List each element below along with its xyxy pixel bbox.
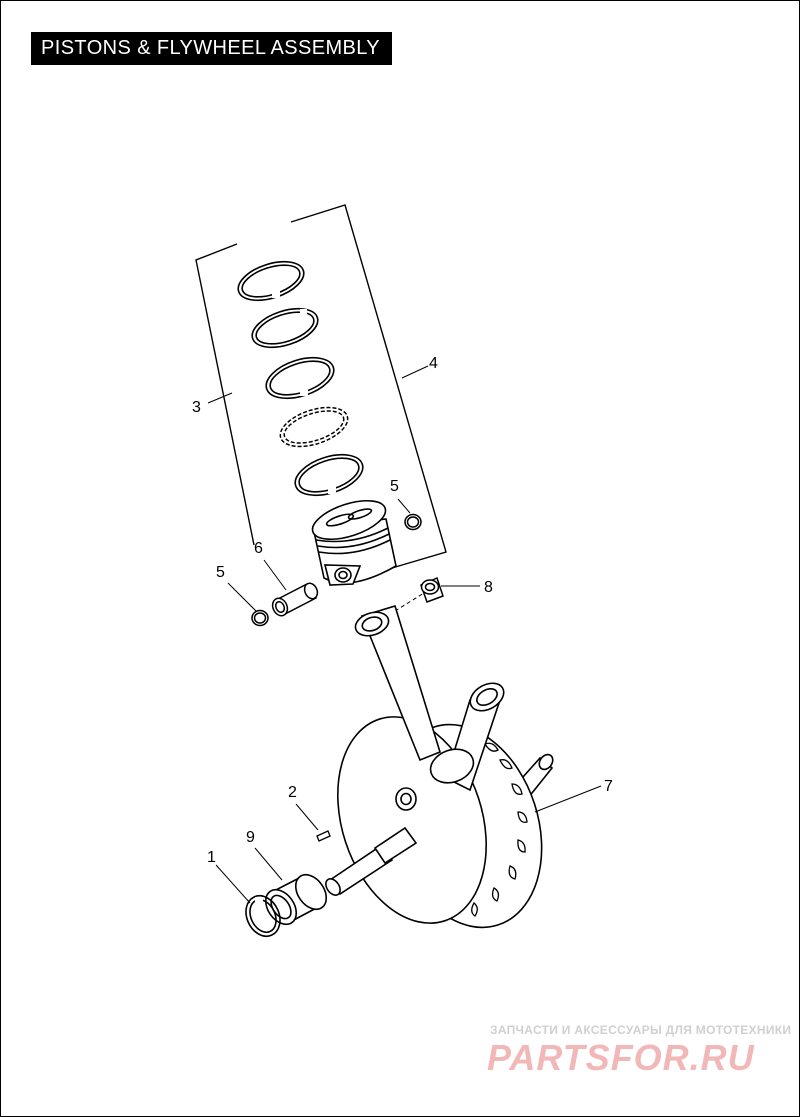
callout-7: 7 xyxy=(604,778,613,795)
sprocket-shaft-bearing xyxy=(264,873,328,926)
watermark-logo: PARTSFOR.RU xyxy=(487,1037,755,1078)
piston-ring-oil xyxy=(294,453,364,497)
connecting-rod-bushing xyxy=(420,576,444,603)
kit-bracket-right xyxy=(290,204,447,569)
roll-pin xyxy=(316,830,331,842)
piston-ring-second xyxy=(251,307,319,349)
flywheel-assembly xyxy=(325,605,554,929)
callout-9: 9 xyxy=(246,829,255,846)
piston-ring-third xyxy=(265,356,335,400)
callout-1: 1 xyxy=(207,849,216,866)
callout-2: 2 xyxy=(288,784,297,801)
callout-3: 3 xyxy=(192,399,201,416)
piston-pin-clip-right xyxy=(404,513,422,531)
bearing-retaining-ring xyxy=(245,895,281,937)
piston xyxy=(311,499,397,586)
callout-5-left: 5 xyxy=(216,564,225,581)
callout-5-right: 5 xyxy=(390,478,399,495)
callout-8: 8 xyxy=(484,579,493,596)
page-title: PISTONS & FLYWHEEL ASSEMBLY xyxy=(31,32,393,65)
leader-lines xyxy=(207,365,602,904)
bushing-alignment-line xyxy=(394,592,425,612)
piston-ring-top xyxy=(237,260,305,302)
kit-bracket xyxy=(195,243,255,546)
callout-6: 6 xyxy=(254,540,263,557)
watermark-caption: ЗАПЧАСТИ И АКСЕССУАРЫ ДЛЯ МОТОТЕХНИКИ xyxy=(490,1023,792,1037)
piston-pin xyxy=(271,582,319,617)
piston-pin-clip-left xyxy=(251,609,269,627)
oil-ring-expander xyxy=(279,406,349,448)
callout-4: 4 xyxy=(429,355,438,372)
